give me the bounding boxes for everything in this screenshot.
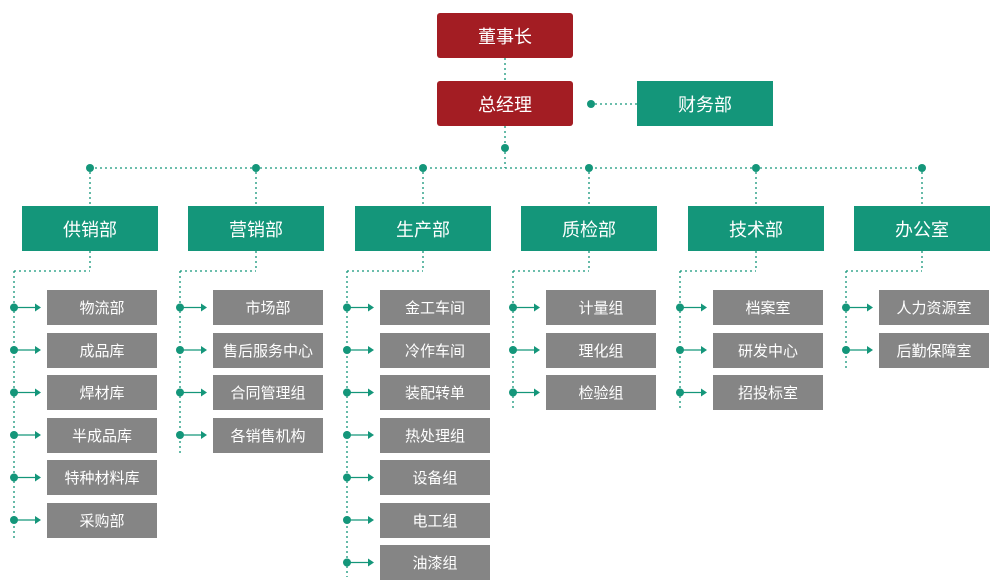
unit-box: 特种材料库 xyxy=(47,460,157,495)
department-box: 质检部 xyxy=(521,206,657,251)
unit-box: 合同管理组 xyxy=(213,375,323,410)
connector-dot xyxy=(585,164,593,172)
arrow-head xyxy=(867,303,873,312)
unit-box: 招投标室 xyxy=(713,375,823,410)
unit-box: 计量组 xyxy=(546,290,656,325)
department-box: 技术部 xyxy=(688,206,824,251)
unit-box: 金工车间 xyxy=(380,290,490,325)
unit-box: 后勤保障室 xyxy=(879,332,989,368)
arrow-head xyxy=(35,303,41,312)
connector-dot xyxy=(587,100,595,108)
arrow-head xyxy=(201,303,207,312)
arrow-head xyxy=(368,516,374,524)
arrow-head xyxy=(368,388,374,397)
unit-box: 档案室 xyxy=(713,290,823,325)
arrow-head xyxy=(201,388,207,397)
arrow-head xyxy=(368,303,374,312)
arrow-head xyxy=(701,303,707,312)
arrow-head xyxy=(35,473,41,482)
department-box: 营销部 xyxy=(188,206,324,251)
department-box: 生产部 xyxy=(355,206,491,251)
arrow-head xyxy=(368,431,374,439)
unit-box: 人力资源室 xyxy=(879,290,989,325)
chairman-box: 董事长 xyxy=(437,13,573,58)
connector-dot xyxy=(752,164,760,172)
unit-box: 理化组 xyxy=(546,332,656,368)
arrow-head xyxy=(867,346,873,354)
unit-box: 采购部 xyxy=(47,502,157,538)
unit-box: 电工组 xyxy=(380,502,490,538)
arrow-head xyxy=(201,346,207,354)
connector-dot xyxy=(252,164,260,172)
unit-box: 市场部 xyxy=(213,290,323,325)
unit-box: 装配转单 xyxy=(380,375,490,410)
finance-box: 财务部 xyxy=(637,81,773,126)
connector-dot xyxy=(86,164,94,172)
unit-box: 物流部 xyxy=(47,290,157,325)
department-box: 供销部 xyxy=(22,206,158,251)
arrow-head xyxy=(701,346,707,354)
arrow-head xyxy=(368,473,374,482)
unit-box: 各销售机构 xyxy=(213,417,323,453)
unit-box: 半成品库 xyxy=(47,417,157,453)
arrow-head xyxy=(201,431,207,439)
arrow-head xyxy=(35,388,41,397)
arrow-head xyxy=(701,388,707,397)
connector-dot xyxy=(419,164,427,172)
general-manager-box: 总经理 xyxy=(437,81,573,126)
department-box: 办公室 xyxy=(854,206,990,251)
arrow-head xyxy=(368,346,374,354)
unit-box: 售后服务中心 xyxy=(213,332,323,368)
unit-box: 油漆组 xyxy=(380,545,490,580)
unit-box: 检验组 xyxy=(546,375,656,410)
unit-box: 研发中心 xyxy=(713,332,823,368)
arrow-head xyxy=(534,303,540,312)
arrow-head xyxy=(35,516,41,524)
arrow-head xyxy=(35,346,41,354)
arrow-head xyxy=(368,558,374,567)
unit-box: 热处理组 xyxy=(380,417,490,453)
unit-box: 成品库 xyxy=(47,332,157,368)
unit-box: 焊材库 xyxy=(47,375,157,410)
connector-dot xyxy=(501,144,509,152)
arrow-head xyxy=(35,431,41,439)
connector-dot xyxy=(918,164,926,172)
arrow-head xyxy=(534,388,540,397)
unit-box: 设备组 xyxy=(380,460,490,495)
unit-box: 冷作车间 xyxy=(380,332,490,368)
arrow-head xyxy=(534,346,540,354)
